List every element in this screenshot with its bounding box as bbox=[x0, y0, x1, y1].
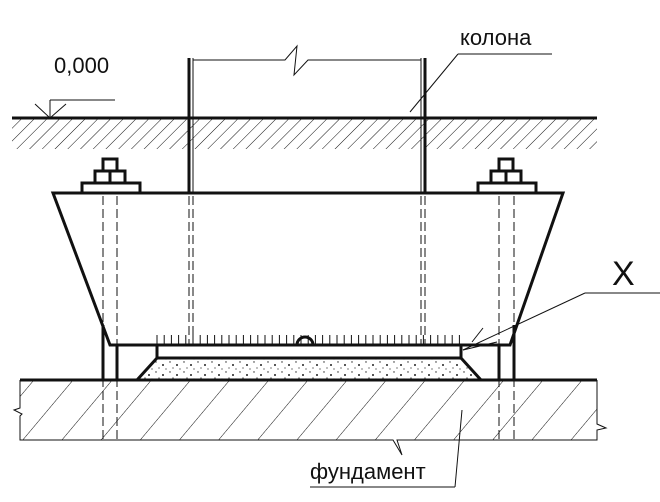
grout-layer bbox=[133, 343, 485, 382]
column-callout: колона bbox=[409, 25, 552, 113]
base-plate bbox=[50, 191, 566, 347]
level-label: 0,000 bbox=[54, 53, 109, 78]
foundation-callout: фундамент bbox=[310, 409, 463, 488]
column bbox=[187, 44, 427, 345]
level-mark: 0,000 bbox=[34, 53, 115, 119]
detail-x-callout: X bbox=[462, 255, 660, 351]
ground-level bbox=[12, 116, 597, 149]
column-label: колона bbox=[460, 25, 532, 50]
foundation-label: фундамент bbox=[310, 459, 426, 484]
foundation bbox=[12, 378, 608, 456]
detail-label: X bbox=[612, 255, 635, 293]
